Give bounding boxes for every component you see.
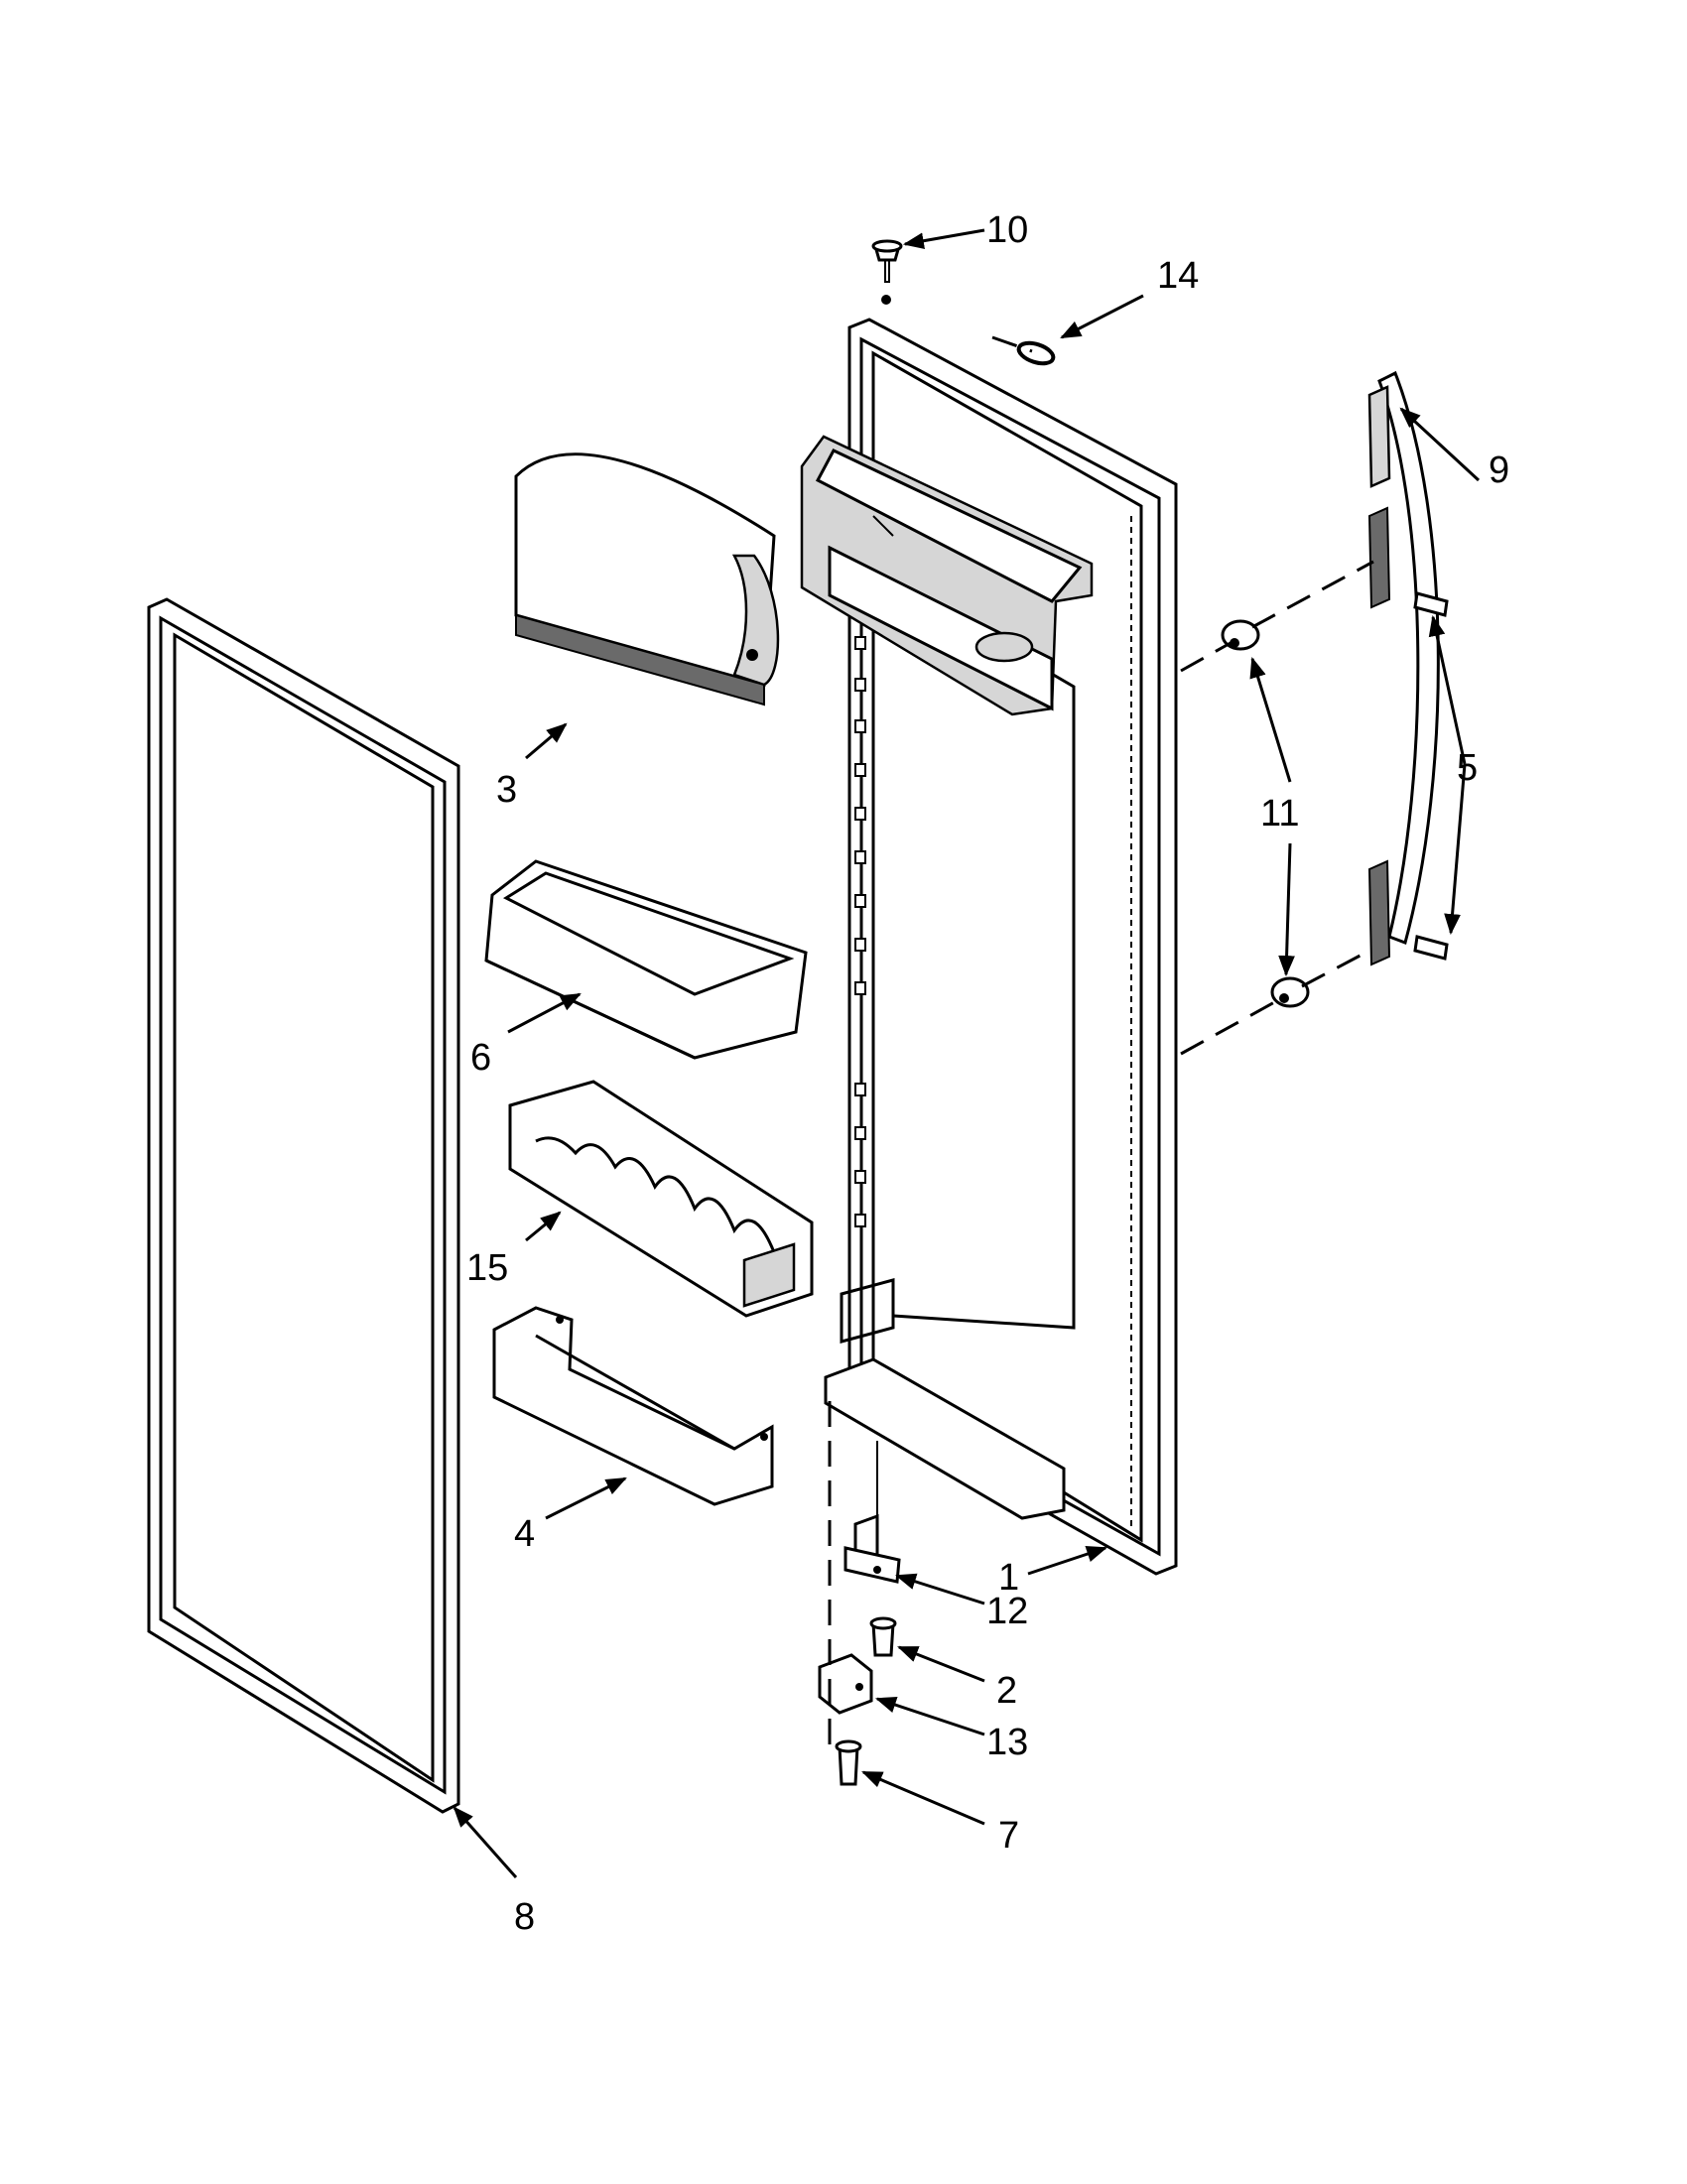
callout-6: 6: [470, 1037, 491, 1079]
callout-3: 3: [496, 769, 517, 811]
plug-part: [871, 239, 903, 305]
callout-12: 12: [986, 1591, 1028, 1632]
callout-2: 2: [996, 1670, 1017, 1712]
callout-8: 8: [514, 1896, 535, 1938]
callout-11: 11: [1260, 793, 1299, 835]
callout-14: 14: [1157, 255, 1199, 297]
hinge-bracket-part: [818, 1653, 873, 1715]
callout-5: 5: [1457, 747, 1478, 789]
assembly-lines: [828, 335, 1374, 1746]
dairy-door-part: [514, 452, 780, 707]
hinge-screw-part: [869, 1616, 897, 1657]
callout-4: 4: [514, 1513, 535, 1555]
callout-labels: 10 14 9 5 11 3 6 15 4 1 12 2 13 7 8: [466, 209, 1509, 1938]
callout-7: 7: [998, 1815, 1019, 1857]
callout-1: 1: [998, 1557, 1019, 1599]
mounting-stud-parts: [1221, 619, 1310, 1008]
bin-support-row: [854, 636, 866, 1227]
can-rack-part: [508, 1080, 814, 1318]
callout-10: 10: [986, 209, 1028, 251]
bracket-screw-part: [835, 1739, 862, 1786]
door-gasket-part: [147, 597, 460, 1814]
door-liner-part: [800, 318, 1178, 1576]
lower-hinge-part: [844, 1513, 901, 1584]
door-bin-part: [484, 859, 808, 1060]
leader-lines: [453, 228, 1481, 1878]
callout-9: 9: [1489, 450, 1509, 491]
callout-13: 13: [986, 1722, 1028, 1763]
lower-bin-part: [492, 1306, 774, 1506]
o-ring-part: [1016, 340, 1056, 366]
callout-15: 15: [466, 1247, 508, 1289]
door-handle-part: [1367, 370, 1440, 966]
